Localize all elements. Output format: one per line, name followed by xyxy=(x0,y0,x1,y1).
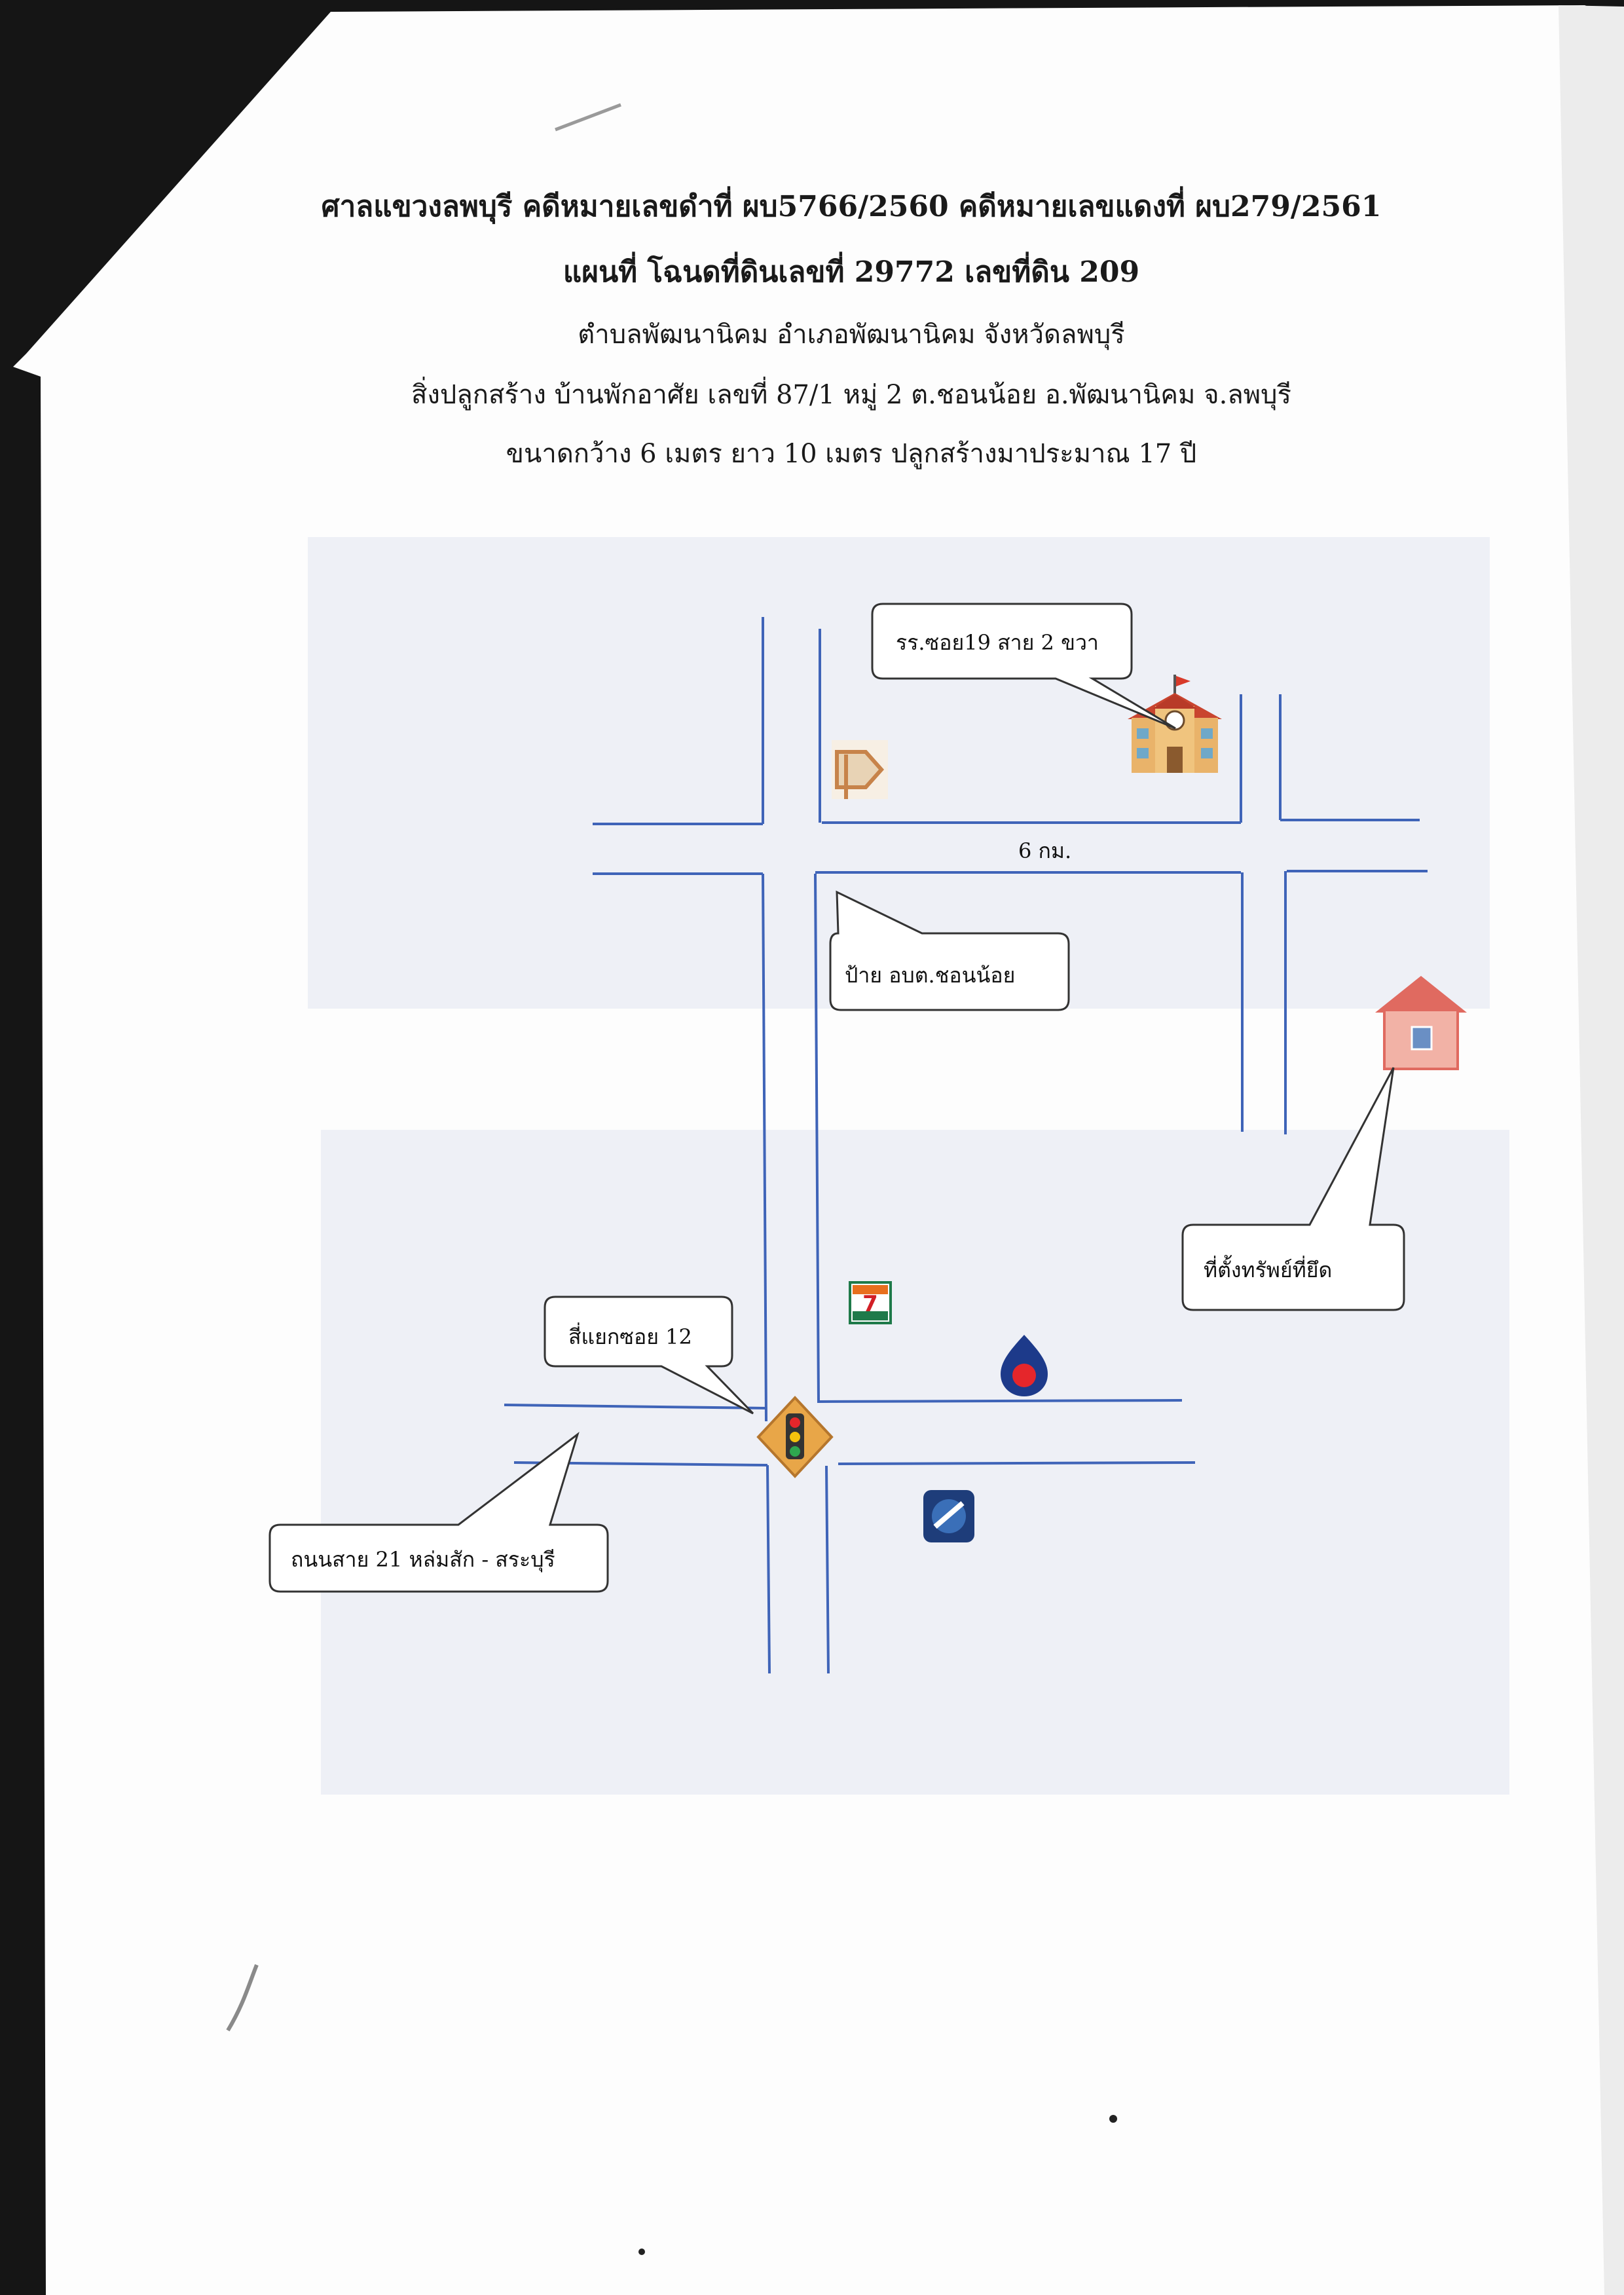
callout-highway: ถนนสาย 21 หล่มสัก - สระบุรี xyxy=(268,1432,609,1593)
distance-label: 6 กม. xyxy=(1018,838,1071,863)
svg-text:7: 7 xyxy=(862,1291,878,1317)
callout-highway-text: ถนนสาย 21 หล่มสัก - สระบุรี xyxy=(291,1547,555,1573)
road-network xyxy=(504,617,1428,1674)
case-number-line: ศาลแขวงลพบุรี คดีหมายเลขดำที่ ผบ5766/256… xyxy=(321,190,1382,223)
callout-property-text: ที่ตั้งทรัพย์ที่ยึด xyxy=(1204,1255,1332,1282)
callout-school-text: รร.ซอย19 สาย 2 ขวา xyxy=(896,630,1099,655)
size-line: ขนาดกว้าง 6 เมตร ยาว 10 เมตร ปลูกสร้างมา… xyxy=(506,439,1197,469)
callout-property: ที่ตั้งทรัพย์ที่ยึด xyxy=(1181,1067,1405,1311)
location-line: ตำบลพัฒนานิคม อำเภอพัฒนานิคม จังหวัดลพบุ… xyxy=(578,320,1125,350)
house-icon xyxy=(1375,976,1467,1070)
staple-mark xyxy=(555,103,621,132)
callout-sign-text: ป้าย อบต.ชอนน้อย xyxy=(845,963,1015,988)
document-header: ศาลแขวงลพบุรี คดีหมายเลขดำที่ ผบ5766/256… xyxy=(0,0,1624,498)
traffic-light-icon xyxy=(756,1396,834,1478)
building-line: สิ่งปลูกสร้าง บ้านพักอาศัย เลขที่ 87/1 ห… xyxy=(411,380,1292,410)
seven-eleven-icon: 7 xyxy=(849,1281,892,1324)
callout-sign: ป้าย อบต.ชอนน้อย xyxy=(829,890,1070,1011)
deed-line: แผนที่ โฉนดที่ดินเลขที่ 29772 เลขที่ดิน … xyxy=(563,255,1140,289)
gas-station-icon xyxy=(923,1490,974,1542)
callout-school: รร.ซอย19 สาย 2 ขวา xyxy=(871,603,1176,730)
callout-intersection-text: สี่แยกซอย 12 xyxy=(568,1322,692,1349)
callout-intersection: สี่แยกซอย 12 xyxy=(544,1296,754,1415)
direction-sign-icon xyxy=(832,740,888,799)
staple-mark xyxy=(226,1964,259,2032)
ptt-gas-station-icon xyxy=(1001,1335,1048,1396)
